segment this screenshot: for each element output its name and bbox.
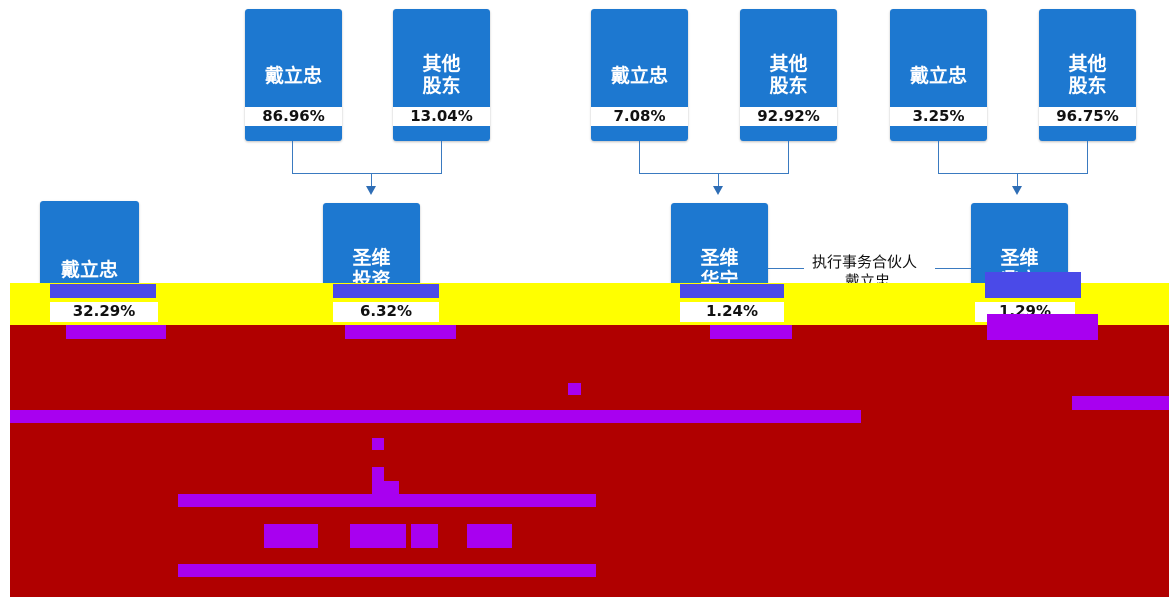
arrow-down-icon (713, 186, 723, 195)
purple-square (372, 481, 399, 495)
purple-bar (178, 564, 596, 577)
holder-box-others-3: 其他 股东 96.75% (1039, 9, 1136, 141)
holder-name: 其他 股东 (769, 53, 808, 97)
box-remnant (333, 284, 439, 298)
purple-square (372, 467, 384, 481)
entity-name: 戴立忠 (60, 259, 118, 281)
holding-percent: 7.08% (591, 107, 688, 126)
holder-box-dai-2: 戴立忠 7.08% (591, 9, 688, 141)
holder-box-others-1: 其他 股东 13.04% (393, 9, 490, 141)
purple-glyph (264, 524, 318, 548)
holding-percent: 92.92% (740, 107, 837, 126)
purple-long-bar (10, 410, 861, 423)
holding-percent: 86.96% (245, 107, 342, 126)
purple-right-bar (1072, 396, 1169, 410)
holder-name: 戴立忠 (264, 65, 322, 87)
purple-glyph (350, 524, 406, 548)
holding-percent: 1.24% (680, 302, 784, 322)
purple-bar (987, 314, 1098, 340)
red-block (10, 325, 1169, 597)
purple-bar (66, 325, 166, 339)
purple-glyph (467, 524, 512, 548)
holder-box-others-2: 其他 股东 92.92% (740, 9, 837, 141)
gp-connector-line (768, 268, 804, 269)
holder-box-dai-1: 戴立忠 86.96% (245, 9, 342, 141)
holding-percent: 32.29% (50, 302, 158, 322)
purple-bar (710, 325, 792, 339)
box-remnant (50, 284, 156, 298)
box-remnant (680, 284, 784, 298)
holder-name: 戴立忠 (610, 65, 668, 87)
purple-bar (178, 494, 596, 507)
box-remnant (985, 272, 1081, 298)
holder-name: 其他 股东 (1068, 53, 1107, 97)
gp-role-label: 执行事务合伙人 (812, 253, 918, 271)
purple-square (568, 383, 581, 395)
holder-name: 戴立忠 (909, 65, 967, 87)
holding-percent: 3.25% (890, 107, 987, 126)
arrow-down-icon (1012, 186, 1022, 195)
purple-glyph (411, 524, 438, 548)
holding-percent: 96.75% (1039, 107, 1136, 126)
holder-box-dai-3: 戴立忠 3.25% (890, 9, 987, 141)
purple-bar (345, 325, 456, 339)
purple-square (372, 438, 384, 450)
holder-name: 其他 股东 (422, 53, 461, 97)
holding-percent: 13.04% (393, 107, 490, 126)
holding-percent: 6.32% (333, 302, 439, 322)
gp-connector-line-right (935, 268, 971, 269)
arrow-down-icon (366, 186, 376, 195)
